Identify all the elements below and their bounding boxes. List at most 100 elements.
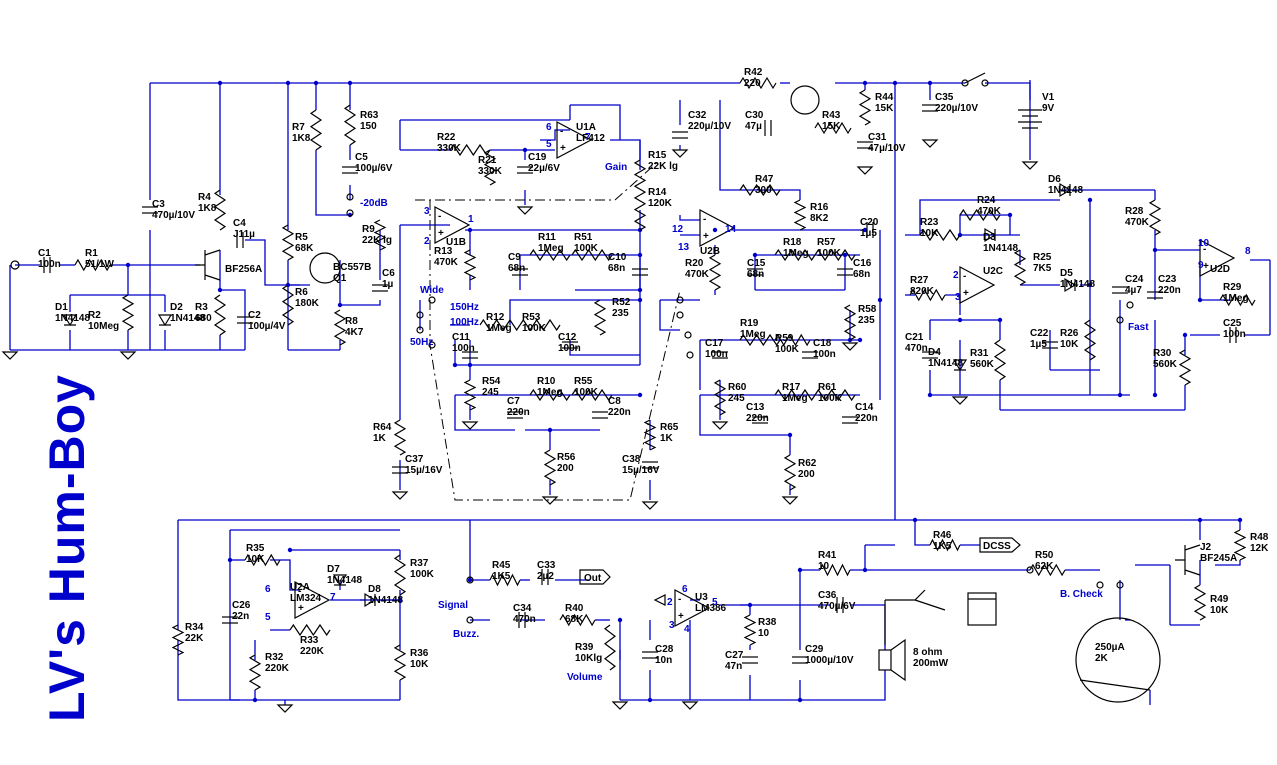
c19-label: C19 [528,152,547,163]
r11-resistor [529,248,571,262]
d4-label: 1N4148 [928,358,963,369]
c21-label: 470n [905,343,928,354]
c15-label: 68n [747,269,764,280]
c17-label: C17 [705,338,724,349]
r39-label: R39 [575,642,594,653]
r47-resistor [739,183,781,197]
r49-label: 10K [1210,605,1229,616]
opamp-plus: + [560,143,566,154]
c10-label: 68n [608,263,625,274]
switch-contact [1116,581,1124,589]
m1-label: 2K [1095,653,1109,664]
r61-potentiometer [814,388,856,402]
u2a_5-pin: 5 [265,612,271,623]
junction [1117,392,1123,398]
c20-label: 1µ5 [860,228,877,239]
r47-label: 300 [755,185,772,196]
r42-label: 220 [744,78,761,89]
r32-resistor [248,654,262,691]
r48-resistor [1233,529,1247,561]
d2-label: 1N4148 [170,313,205,324]
d3-diode [984,227,997,243]
r21-label: R21 [478,155,497,166]
c2-label: 100µ/4V [248,321,286,332]
r12-label: 1Meg [486,323,512,334]
junction [712,227,718,233]
wire [509,299,640,325]
junction [862,80,868,86]
junction [467,577,473,583]
r23-label: R23 [920,217,939,228]
r44-label: 15K [875,103,894,114]
dcss-tag [979,537,1021,553]
r37-resistor [393,554,407,596]
u1b_2-pin: 2 [424,236,430,247]
switch-contact [428,341,436,349]
c33-label: 2µ2 [537,571,554,582]
r22-label: 330K [437,143,462,154]
d4-label: D4 [928,347,941,358]
r8-resistor [333,309,347,346]
r14-label: R14 [648,187,667,198]
j1-label: BF256A [225,264,262,275]
r9-label: 22K lg [362,235,392,246]
u3-label: U3 [695,592,708,603]
switch-contact [466,576,474,584]
wire [610,139,641,160]
u2c-label: U2C [983,266,1003,277]
r41-label: R41 [818,550,837,561]
wire [245,239,300,286]
c5-label: 100µ/6V [355,163,393,174]
u2a-label: U2A [290,582,310,593]
opamp-plus: + [1203,261,1209,272]
r40-resistor [559,613,596,627]
r61-label: R61 [818,382,837,393]
wire [220,289,246,350]
c6-label: C6 [382,268,395,279]
j2-label: BF245A [1200,553,1237,564]
r50-label: 62K [1035,561,1054,572]
r14-resistor [633,194,647,231]
r19-label: R19 [740,318,759,329]
junction [287,547,293,553]
c25-label: C25 [1223,318,1242,329]
r55-label: 100K [574,387,599,398]
r5-resistor [281,224,295,261]
r52-resistor [593,299,607,336]
r44-label: R44 [875,92,894,103]
d1-label: 1N4148 [55,313,90,324]
r4-label: R4 [198,192,211,203]
u1a-label: U1A [576,122,596,133]
bcheck-annotation: B. Check [1060,589,1103,600]
r4-label: 1K8 [198,203,217,214]
switch-contact [686,351,694,359]
r59-potentiometer [774,333,811,347]
r16-resistor [793,199,807,231]
switch-contact [676,311,684,319]
ground-symbol [681,701,699,710]
r27-resistor [909,288,946,302]
r6-resistor [281,284,295,326]
r3-label: R3 [195,302,208,313]
c25-label: 100n [1223,329,1246,340]
c34-label: 470n [513,614,536,625]
r2-resistor [121,294,135,331]
r21-resistor [483,149,497,186]
gain-annotation: Gain [605,162,627,173]
junction [927,80,933,86]
c1-label: 100n [38,259,61,270]
headphone-jack [884,589,946,645]
r57-potentiometer [814,248,856,262]
u2b_14-pin: 14 [725,224,737,235]
ground-symbol [641,501,659,510]
switch-contact [1096,581,1104,589]
r11-label: R11 [538,232,556,243]
junction [637,392,643,398]
r64-resistor [393,419,407,456]
c38-label: C38 [622,454,641,465]
r56-label: 200 [557,463,574,474]
wire [914,520,930,546]
c18-label: C18 [813,338,832,349]
r6-label: 180K [295,298,320,309]
